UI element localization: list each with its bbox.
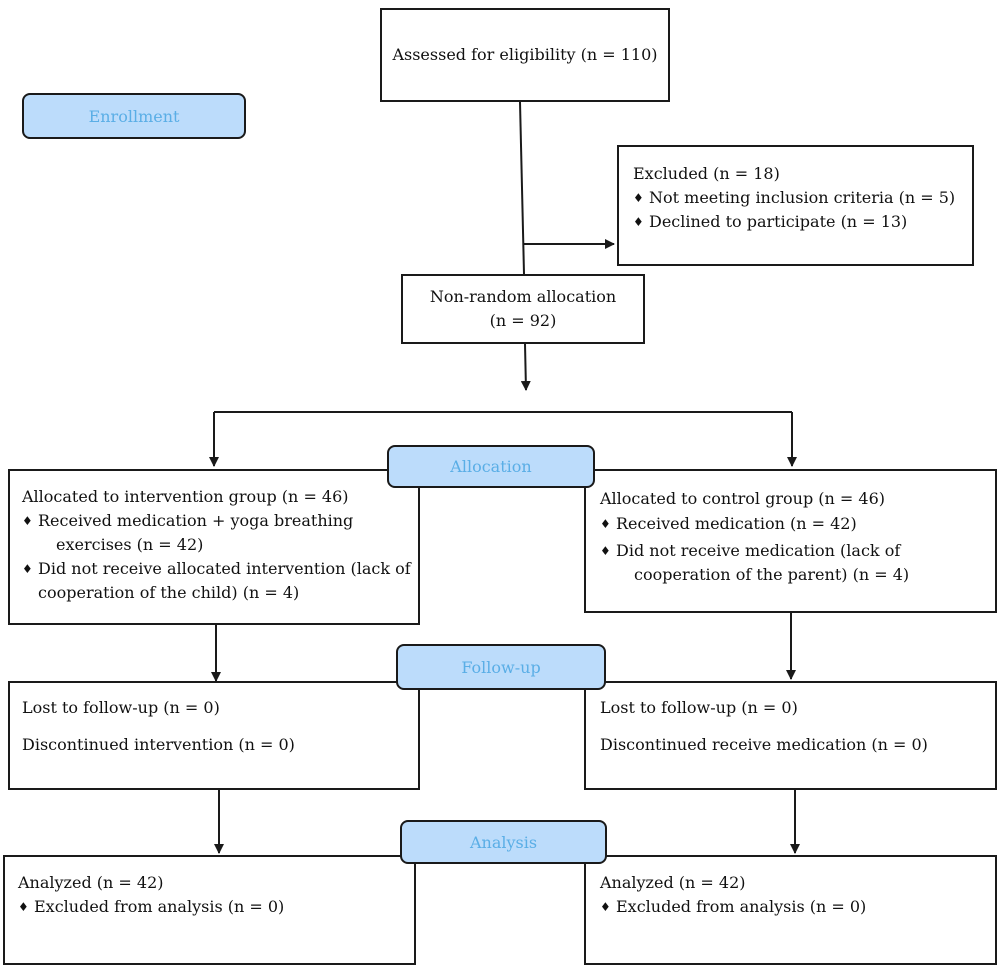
allocation-box: Non-random allocation (n = 92) — [401, 274, 645, 344]
intervention-item-1-cont: exercises (n = 42) — [56, 535, 204, 554]
stage-enrollment: Enrollment — [22, 93, 246, 139]
intervention-title: Allocated to intervention group (n = 46) — [22, 487, 349, 506]
excluded-item-2: Declined to participate (n = 13) — [633, 210, 972, 234]
stage-allocation-label: Allocation — [450, 457, 532, 476]
analysis-left-item: Excluded from analysis (n = 0) — [18, 895, 414, 919]
stage-followup: Follow-up — [396, 644, 606, 690]
control-box: Allocated to control group (n = 46) Rece… — [584, 469, 997, 613]
intervention-box: Allocated to intervention group (n = 46)… — [8, 469, 420, 625]
allocation-title: Non-random allocation — [429, 287, 617, 306]
connector-assessed-allocation — [519, 101, 525, 275]
analysis-right-box: Analyzed (n = 42) Excluded from analysis… — [584, 855, 997, 965]
followup-left-lost: Lost to follow-up (n = 0) — [22, 698, 220, 717]
followup-left-box: Lost to follow-up (n = 0) Discontinued i… — [8, 681, 420, 790]
excluded-box: Excluded (n = 18) Not meeting inclusion … — [617, 145, 974, 266]
intervention-item-2: Did not receive allocated intervention (… — [22, 557, 418, 581]
analysis-right-title: Analyzed (n = 42) — [600, 873, 746, 892]
stage-analysis: Analysis — [400, 820, 607, 864]
followup-right-lost: Lost to follow-up (n = 0) — [600, 698, 798, 717]
control-item-2-cont: cooperation of the parent) (n = 4) — [634, 565, 910, 584]
control-item-1: Received medication (n = 42) — [600, 512, 995, 536]
followup-left-discontinued: Discontinued intervention (n = 0) — [22, 735, 295, 754]
followup-right-discontinued: Discontinued receive medication (n = 0) — [600, 735, 928, 754]
control-title: Allocated to control group (n = 46) — [600, 489, 885, 508]
intervention-item-2-cont: cooperation of the child) (n = 4) — [38, 583, 300, 602]
stage-allocation: Allocation — [387, 445, 595, 488]
assessed-box: Assessed for eligibility (n = 110) — [380, 8, 670, 102]
analysis-left-title: Analyzed (n = 42) — [18, 873, 164, 892]
excluded-title: Excluded (n = 18) — [633, 164, 780, 183]
followup-right-box: Lost to follow-up (n = 0) Discontinued r… — [584, 681, 997, 790]
control-item-2: Did not receive medication (lack of — [600, 539, 995, 563]
stage-followup-label: Follow-up — [461, 657, 541, 677]
stage-enrollment-label: Enrollment — [88, 106, 180, 126]
excluded-item-1: Not meeting inclusion criteria (n = 5) — [633, 186, 972, 210]
analysis-right-item: Excluded from analysis (n = 0) — [600, 895, 995, 919]
intervention-item-1: Received medication + yoga breathing — [22, 509, 418, 533]
allocation-count: (n = 92) — [489, 311, 557, 330]
arrow-allocation-down — [520, 343, 531, 391]
stage-analysis-label: Analysis — [469, 832, 538, 852]
analysis-left-box: Analyzed (n = 42) Excluded from analysis… — [3, 855, 416, 965]
assessed-text: Assessed for eligibility (n = 110) — [392, 45, 658, 64]
